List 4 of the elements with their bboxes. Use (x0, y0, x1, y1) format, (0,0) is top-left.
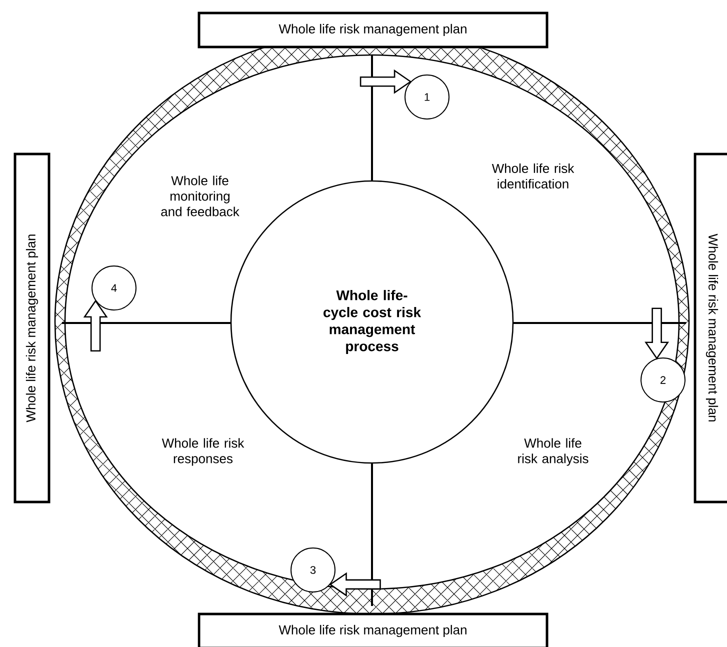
plan-box: Whole life risk management plan (198, 12, 548, 48)
plan-box: Whole life risk management plan (14, 152, 50, 504)
plan-box: Whole life risk management plan (694, 152, 727, 504)
plan-box: Whole life risk management plan (198, 612, 548, 647)
